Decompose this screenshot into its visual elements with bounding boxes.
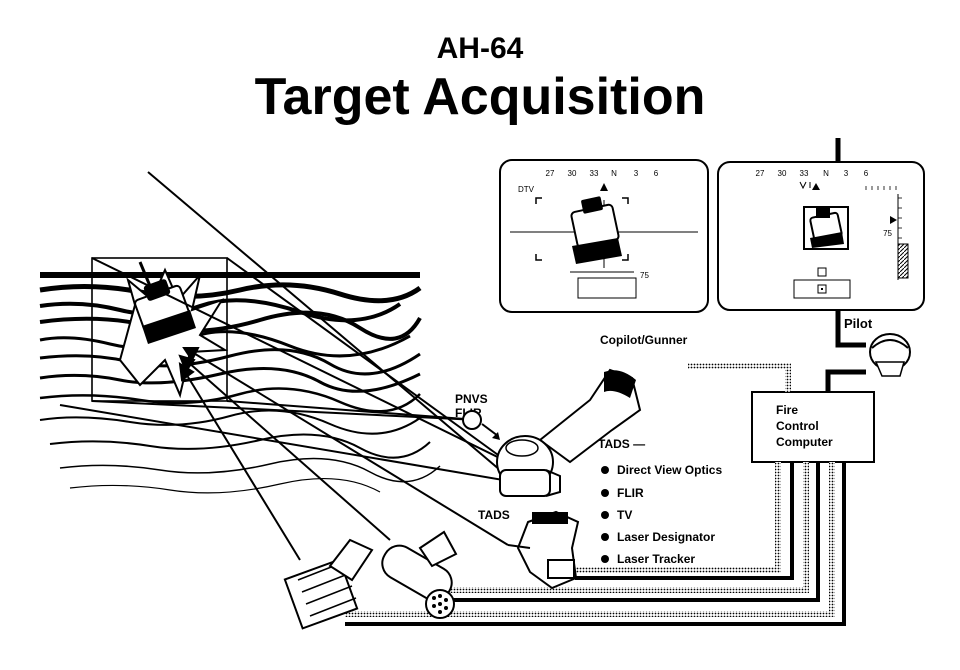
heading-tick: N	[611, 169, 617, 178]
list-item: Direct View Optics	[617, 463, 722, 477]
missile-launcher-icon	[283, 538, 374, 630]
heading-tick: 27	[546, 169, 555, 178]
tads-header-label: TADS —	[598, 437, 645, 451]
heading-tick: 6	[654, 169, 659, 178]
gunner-helmet-icon	[496, 368, 642, 497]
bullet-icon	[601, 466, 609, 474]
range-readout: 75	[640, 271, 649, 280]
sight-lines	[59, 171, 521, 483]
heading-tick: 30	[778, 169, 787, 178]
heading-tick: 3	[634, 169, 639, 178]
display-mode-label: DTV	[518, 185, 535, 194]
tads-turret-icon	[507, 510, 580, 590]
water-scene	[39, 272, 441, 494]
bullet-icon	[601, 555, 609, 563]
pilot-helmet-icon	[869, 333, 911, 377]
heading-caret-icon	[600, 183, 608, 191]
tank-target-icon	[118, 261, 229, 399]
fcc-label-line1: Fire	[776, 403, 798, 417]
gunner-display: 27 30 33 N 3 6 DTV 75	[499, 159, 709, 313]
pilot-label: Pilot	[844, 316, 873, 331]
bullet-icon	[601, 533, 609, 541]
diagram-subtitle: AH-64	[437, 32, 524, 65]
list-item: FLIR	[617, 486, 644, 500]
heading-tick: 3	[844, 169, 849, 178]
pnvs-label: PNVS	[455, 392, 488, 406]
rocket-pod-icon	[381, 530, 458, 619]
cables	[345, 310, 866, 626]
fcc-label-line2: Control	[776, 419, 819, 433]
heading-tick: 27	[756, 169, 765, 178]
pnvs-sensor-icon	[462, 410, 500, 440]
fire-control-computer-box: Fire Control Computer	[751, 391, 875, 463]
weapon-arrows	[178, 347, 509, 561]
heading-tick: 6	[864, 169, 869, 178]
list-item: TV	[617, 508, 632, 522]
copilot-gunner-label: Copilot/Gunner	[600, 333, 688, 347]
pilot-display: 27 30 33 N 3 6 75	[717, 138, 925, 311]
heading-tick: 33	[800, 169, 809, 178]
fcc-label-line3: Computer	[776, 435, 833, 449]
target-frame	[91, 257, 228, 402]
heading-tick: 30	[568, 169, 577, 178]
tads-capability-list: Direct View Optics FLIR TV Laser Designa…	[601, 463, 722, 566]
list-item: Laser Tracker	[617, 552, 695, 566]
heading-tick: N	[823, 169, 829, 178]
bullet-icon	[601, 489, 609, 497]
altitude-readout: 75	[883, 229, 892, 238]
diagram-title: Target Acquisition	[255, 68, 706, 126]
tads-sensor-label: TADS	[478, 508, 510, 522]
heading-tick: 33	[590, 169, 599, 178]
list-item: Laser Designator	[617, 530, 715, 544]
heading-caret-icon	[812, 183, 820, 190]
bullet-icon	[601, 511, 609, 519]
